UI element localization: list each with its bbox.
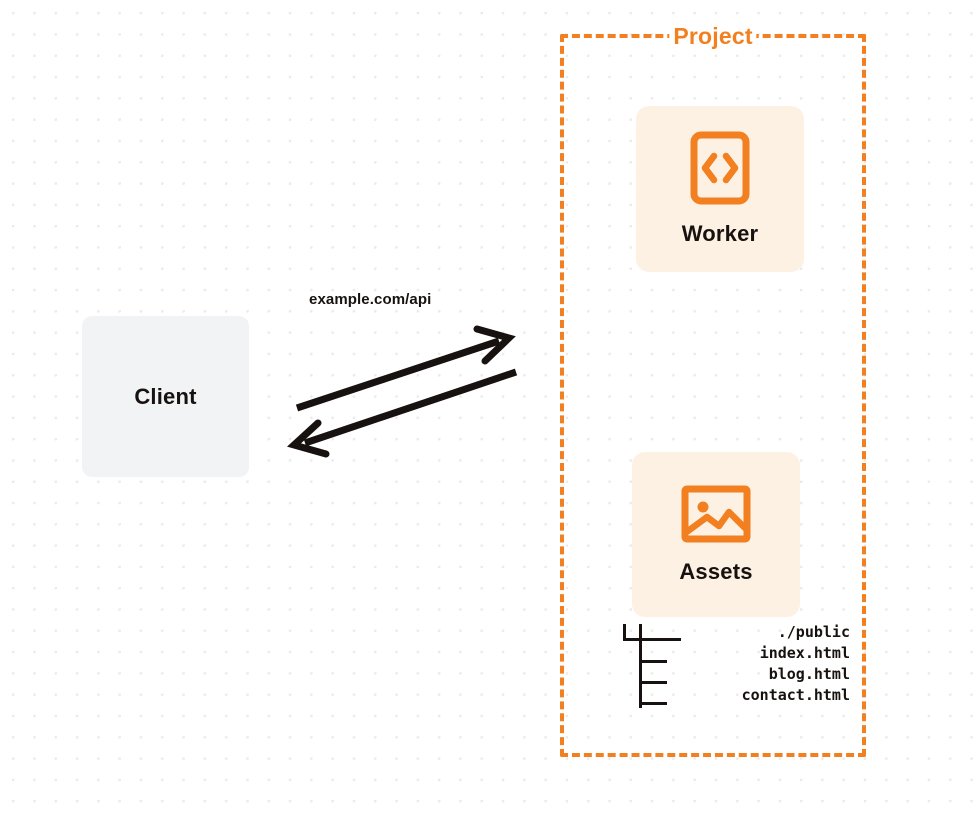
assets-label: Assets [679, 558, 753, 584]
code-brackets-icon [690, 131, 750, 205]
tree-row-label: ./public [777, 623, 850, 641]
tree-row: ./public [609, 622, 852, 643]
client-label: Client [134, 383, 197, 409]
worker-node[interactable]: Worker [636, 106, 804, 272]
tree-row: index.html [609, 643, 852, 664]
project-title: Project [669, 23, 757, 50]
image-picture-icon [681, 485, 751, 543]
tree-row: blog.html [609, 664, 852, 685]
assets-node[interactable]: Assets [632, 452, 800, 617]
tree-dash-3 [639, 702, 667, 705]
client-node[interactable]: Client [82, 316, 249, 477]
tree-row-label: contact.html [741, 686, 850, 704]
tree-connector-head [623, 624, 626, 641]
project-boundary: Project Worker Assets [560, 23, 866, 757]
tree-row: contact.html [609, 685, 852, 706]
worker-label: Worker [681, 221, 759, 246]
tree-connector-spine [639, 624, 642, 708]
tree-dash-2 [639, 681, 667, 684]
tree-dash-0 [623, 638, 681, 641]
arrow-client-to-project [295, 325, 516, 412]
tree-row-label: blog.html [768, 665, 850, 683]
connection-label: example.com/api [309, 291, 432, 308]
file-tree: ./public index.html blog.html contact.ht… [609, 622, 852, 708]
tree-row-label: index.html [759, 644, 850, 662]
arrow-project-to-client [287, 368, 518, 458]
tree-dash-1 [639, 660, 667, 663]
